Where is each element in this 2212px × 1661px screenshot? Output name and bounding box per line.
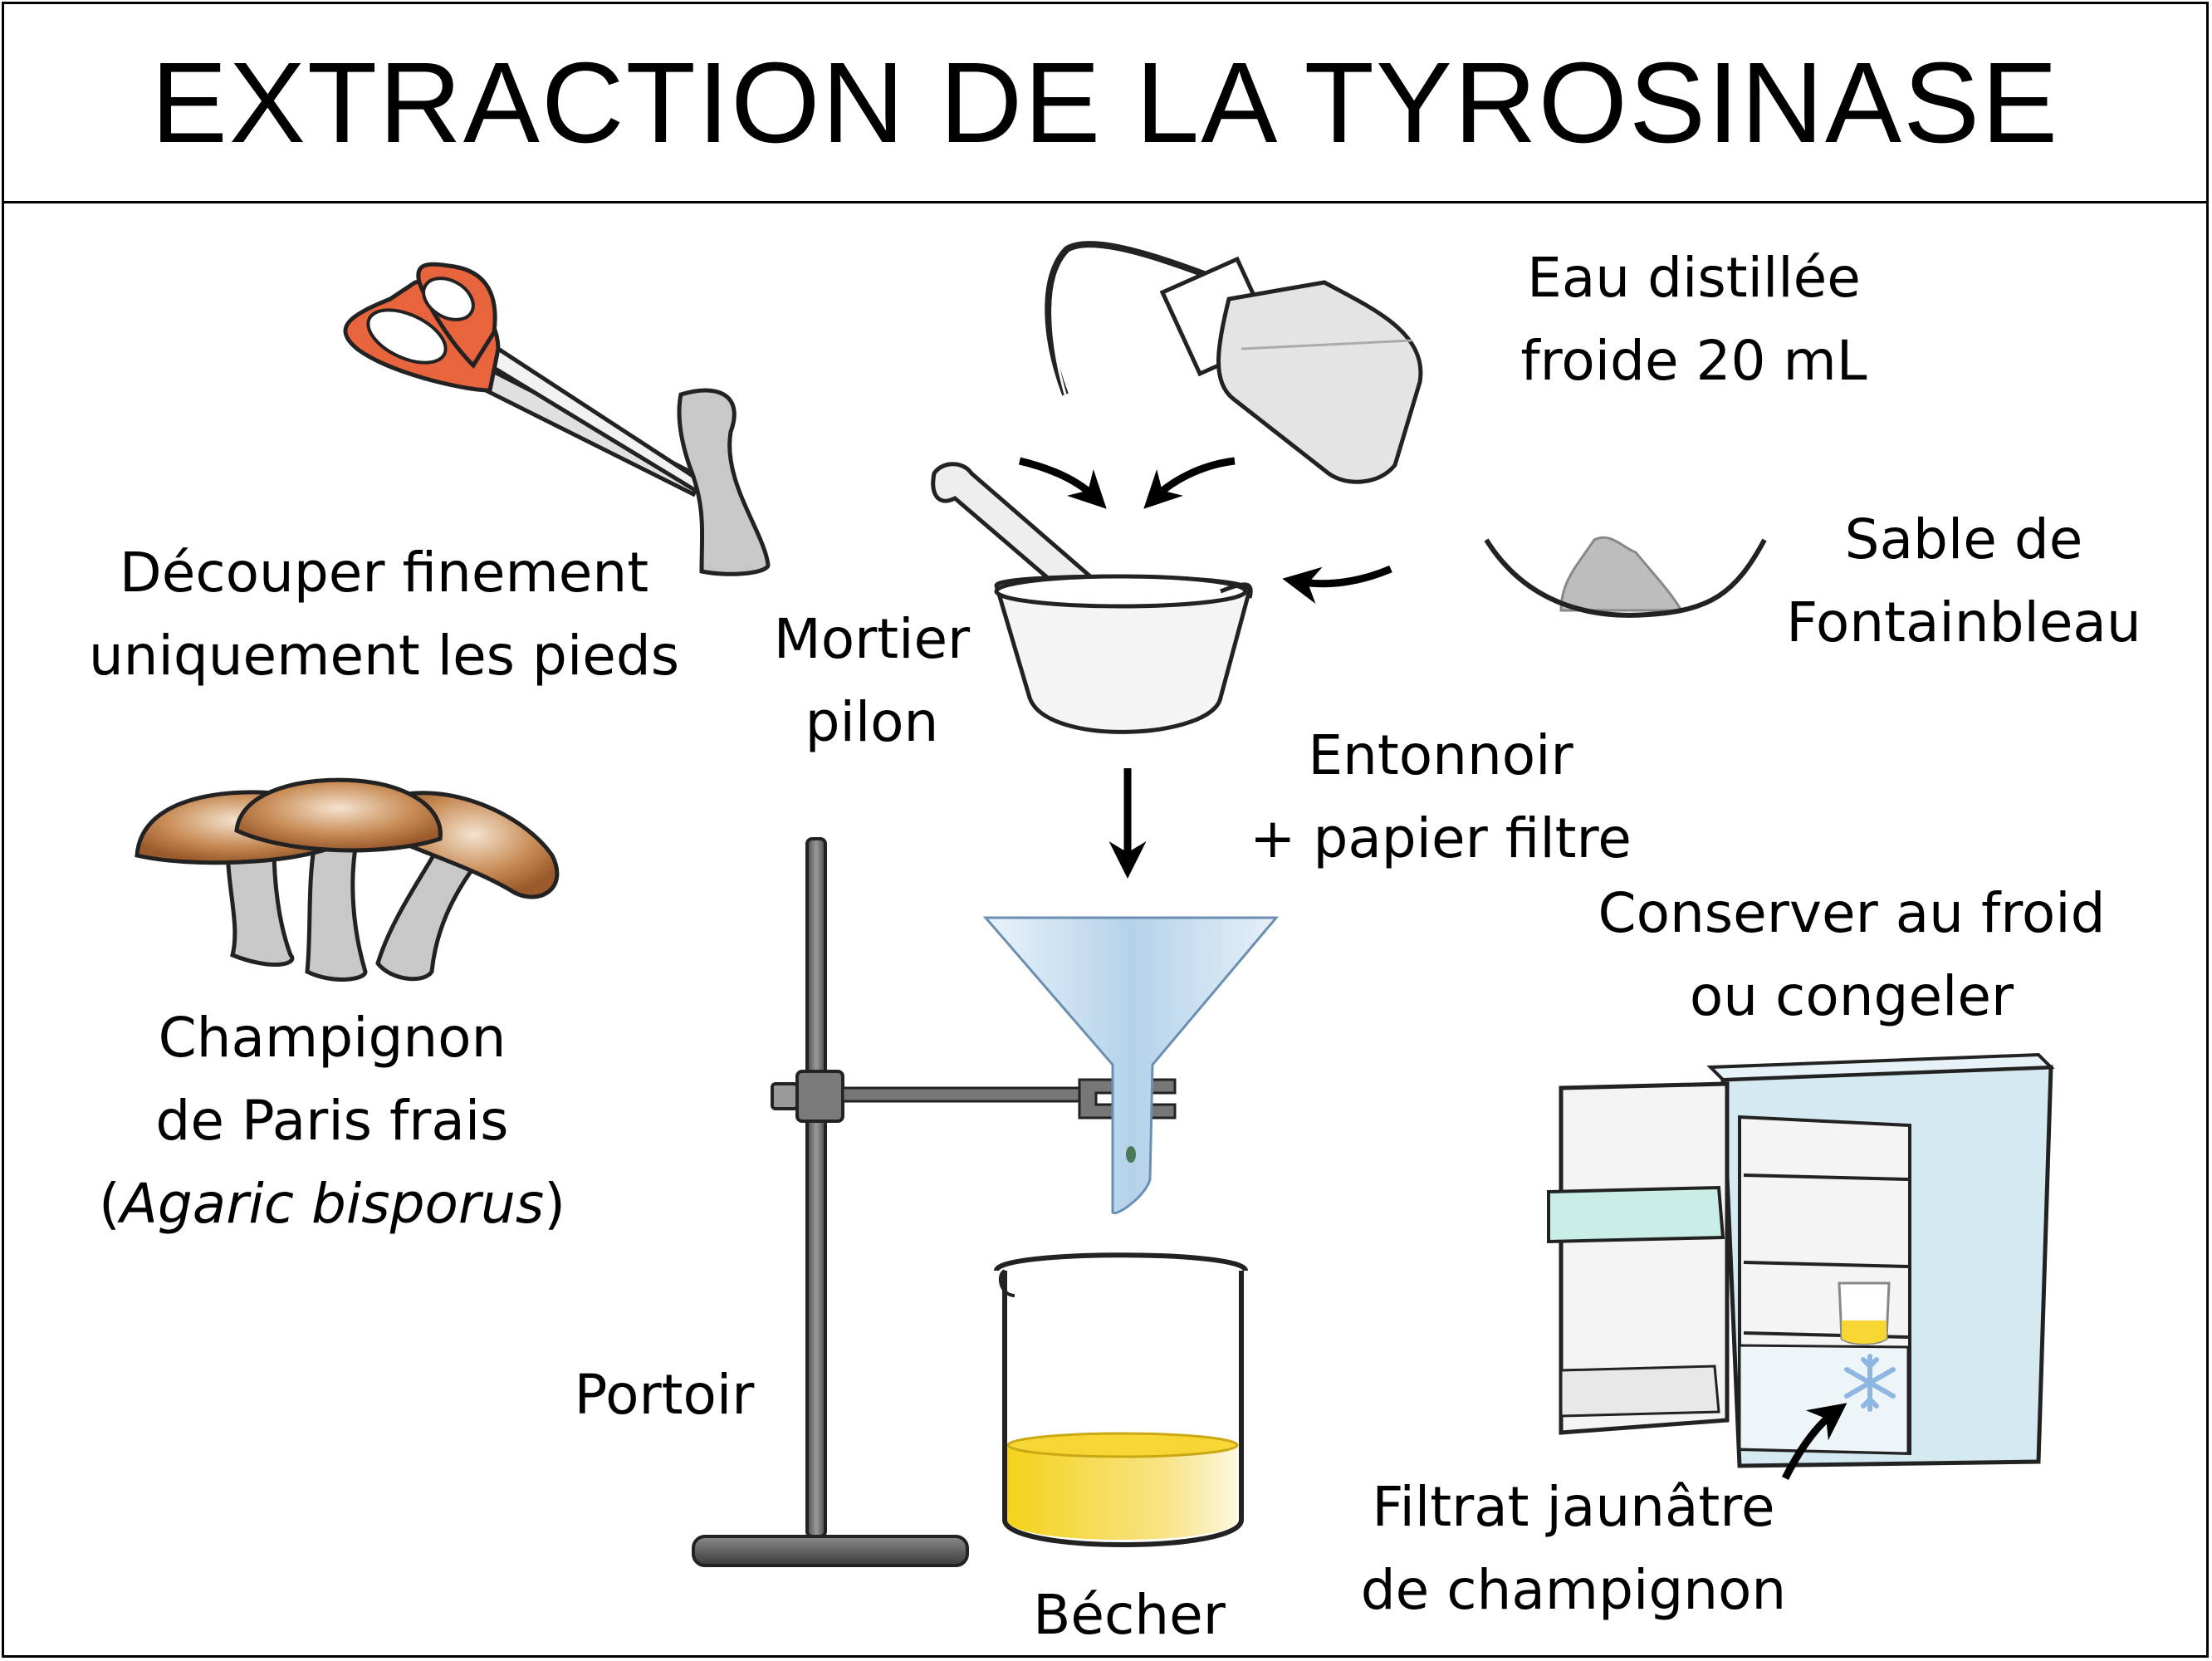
label-water-line2: froide 20 mL [1520,329,1867,393]
label-sand-line1: Sable de [1844,507,2083,571]
label-mortar-line2: pilon [805,690,939,754]
label-fridge: Conserver au froid ou congeler [1544,872,2159,1038]
label-mushroom-species: (Agaric bisporus) [50,1163,614,1246]
paren-open: ( [99,1172,120,1236]
label-filtrate: Filtrat jaunâtre de champignon [1312,1466,1835,1632]
page-title: EXTRACTION DE LA TYROSINASE [150,38,2060,167]
label-mushroom-line1: Champignon [158,1006,507,1070]
snowflake-icon [1844,1354,1896,1412]
label-mushroom: Champignon de Paris frais (Agaric bispor… [50,997,614,1246]
title-bar: EXTRACTION DE LA TYROSINASE [4,4,2206,203]
label-beaker: Bécher [988,1574,1270,1657]
arrow-icon [1018,457,1107,509]
sand-dish-icon [1484,536,1767,618]
label-mortar: Mortier pilon [747,598,996,764]
label-water-line1: Eau distillée [1527,246,1861,310]
label-mushroom-line2: de Paris frais [155,1089,509,1153]
wash-bottle-icon [1045,241,1423,484]
beaker-icon [994,1252,1248,1547]
label-sand: Sable de Fontainbleau [1752,498,2175,664]
label-funnel: Entonnoir + papier filtre [1212,714,1669,880]
label-water: Eau distillée froide 20 mL [1461,237,1926,403]
label-beaker-text: Bécher [1033,1583,1226,1647]
arrow-icon [1143,457,1236,509]
arrow-icon [1781,1403,1847,1481]
label-cut-line1: Découper finement [119,541,649,605]
label-stand-text: Portoir [574,1363,755,1427]
arrows-group [1018,457,1847,1481]
label-stand: Portoir [540,1354,789,1437]
label-filtrate-line2: de champignon [1360,1558,1787,1622]
species-name: Agaric bisporus [120,1172,545,1236]
label-fridge-line1: Conserver au froid [1598,881,2106,945]
label-fridge-line2: ou congeler [1689,964,2014,1028]
mushroom-group-icon [135,777,560,982]
fridge-icon [1547,1052,2055,1468]
label-sand-line2: Fontainbleau [1786,590,2141,654]
label-funnel-line2: + papier filtre [1250,806,1632,870]
mortar-pestle-icon [931,462,1253,734]
paren-close: ) [544,1172,565,1236]
funnel-icon [982,916,1280,1215]
label-filtrate-line1: Filtrat jaunâtre [1372,1475,1775,1539]
mushroom-stem-icon [677,388,771,576]
label-cut-line2: uniquement les pieds [88,624,680,688]
label-mortar-line1: Mortier [773,607,971,671]
label-cut: Découper finement uniquement les pieds [33,532,735,698]
arrow-icon [1282,565,1392,605]
scissors-icon [343,262,705,497]
label-funnel-line1: Entonnoir [1308,723,1573,787]
